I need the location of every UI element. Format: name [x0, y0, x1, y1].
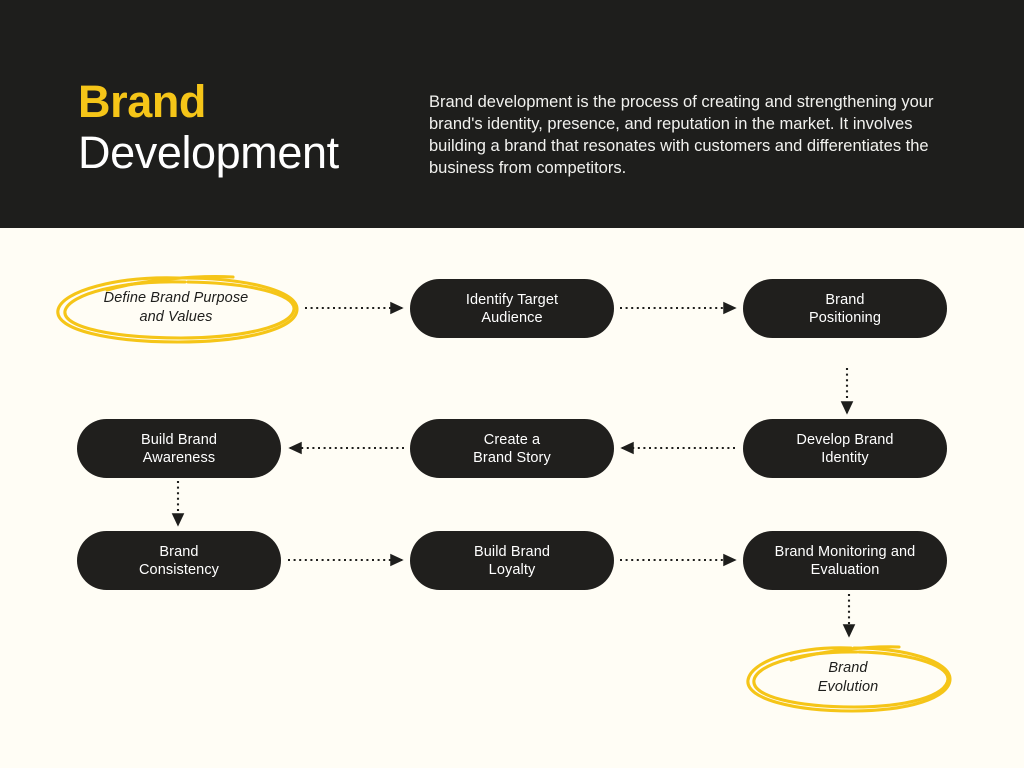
node-label: Build Brand Awareness — [140, 431, 218, 466]
node-label: Build Brand Loyalty — [473, 543, 551, 578]
node-label: Brand Evolution — [817, 660, 879, 695]
connector-layer — [171, 301, 856, 638]
node-brand-monitoring-and-evaluation[interactable]: Brand Monitoring and Evaluation — [743, 531, 947, 590]
node-define-brand-purpose-and-values[interactable]: Define Brand Purpose and Values — [47, 269, 305, 347]
node-label: Identify Target Audience — [465, 291, 559, 326]
node-brand-evolution[interactable]: Brand Evolution — [739, 640, 957, 716]
flow-diagram: Define Brand Purpose and Values Identify… — [0, 228, 1024, 768]
node-build-brand-loyalty[interactable]: Build Brand Loyalty — [410, 531, 614, 590]
node-label: Brand Monitoring and Evaluation — [774, 543, 916, 578]
intro-paragraph: Brand development is the process of crea… — [429, 93, 934, 177]
node-label: Define Brand Purpose and Values — [103, 290, 249, 325]
node-label: Brand Consistency — [138, 543, 220, 578]
page-title: Brand Development — [78, 76, 408, 179]
title-line-development: Development — [78, 126, 339, 178]
node-brand-consistency[interactable]: Brand Consistency — [77, 531, 281, 590]
node-identify-target-audience[interactable]: Identify Target Audience — [410, 279, 614, 338]
node-label: Create a Brand Story — [473, 431, 551, 466]
node-develop-brand-identity[interactable]: Develop Brand Identity — [743, 419, 947, 478]
node-build-brand-awareness[interactable]: Build Brand Awareness — [77, 419, 281, 478]
title-line-brand: Brand — [78, 76, 207, 127]
node-label: Brand Positioning — [808, 291, 882, 326]
node-create-a-brand-story[interactable]: Create a Brand Story — [410, 419, 614, 478]
header-band: Brand Development Brand development is t… — [0, 0, 1024, 228]
node-label: Develop Brand Identity — [796, 431, 894, 466]
node-brand-positioning[interactable]: Brand Positioning — [743, 279, 947, 338]
